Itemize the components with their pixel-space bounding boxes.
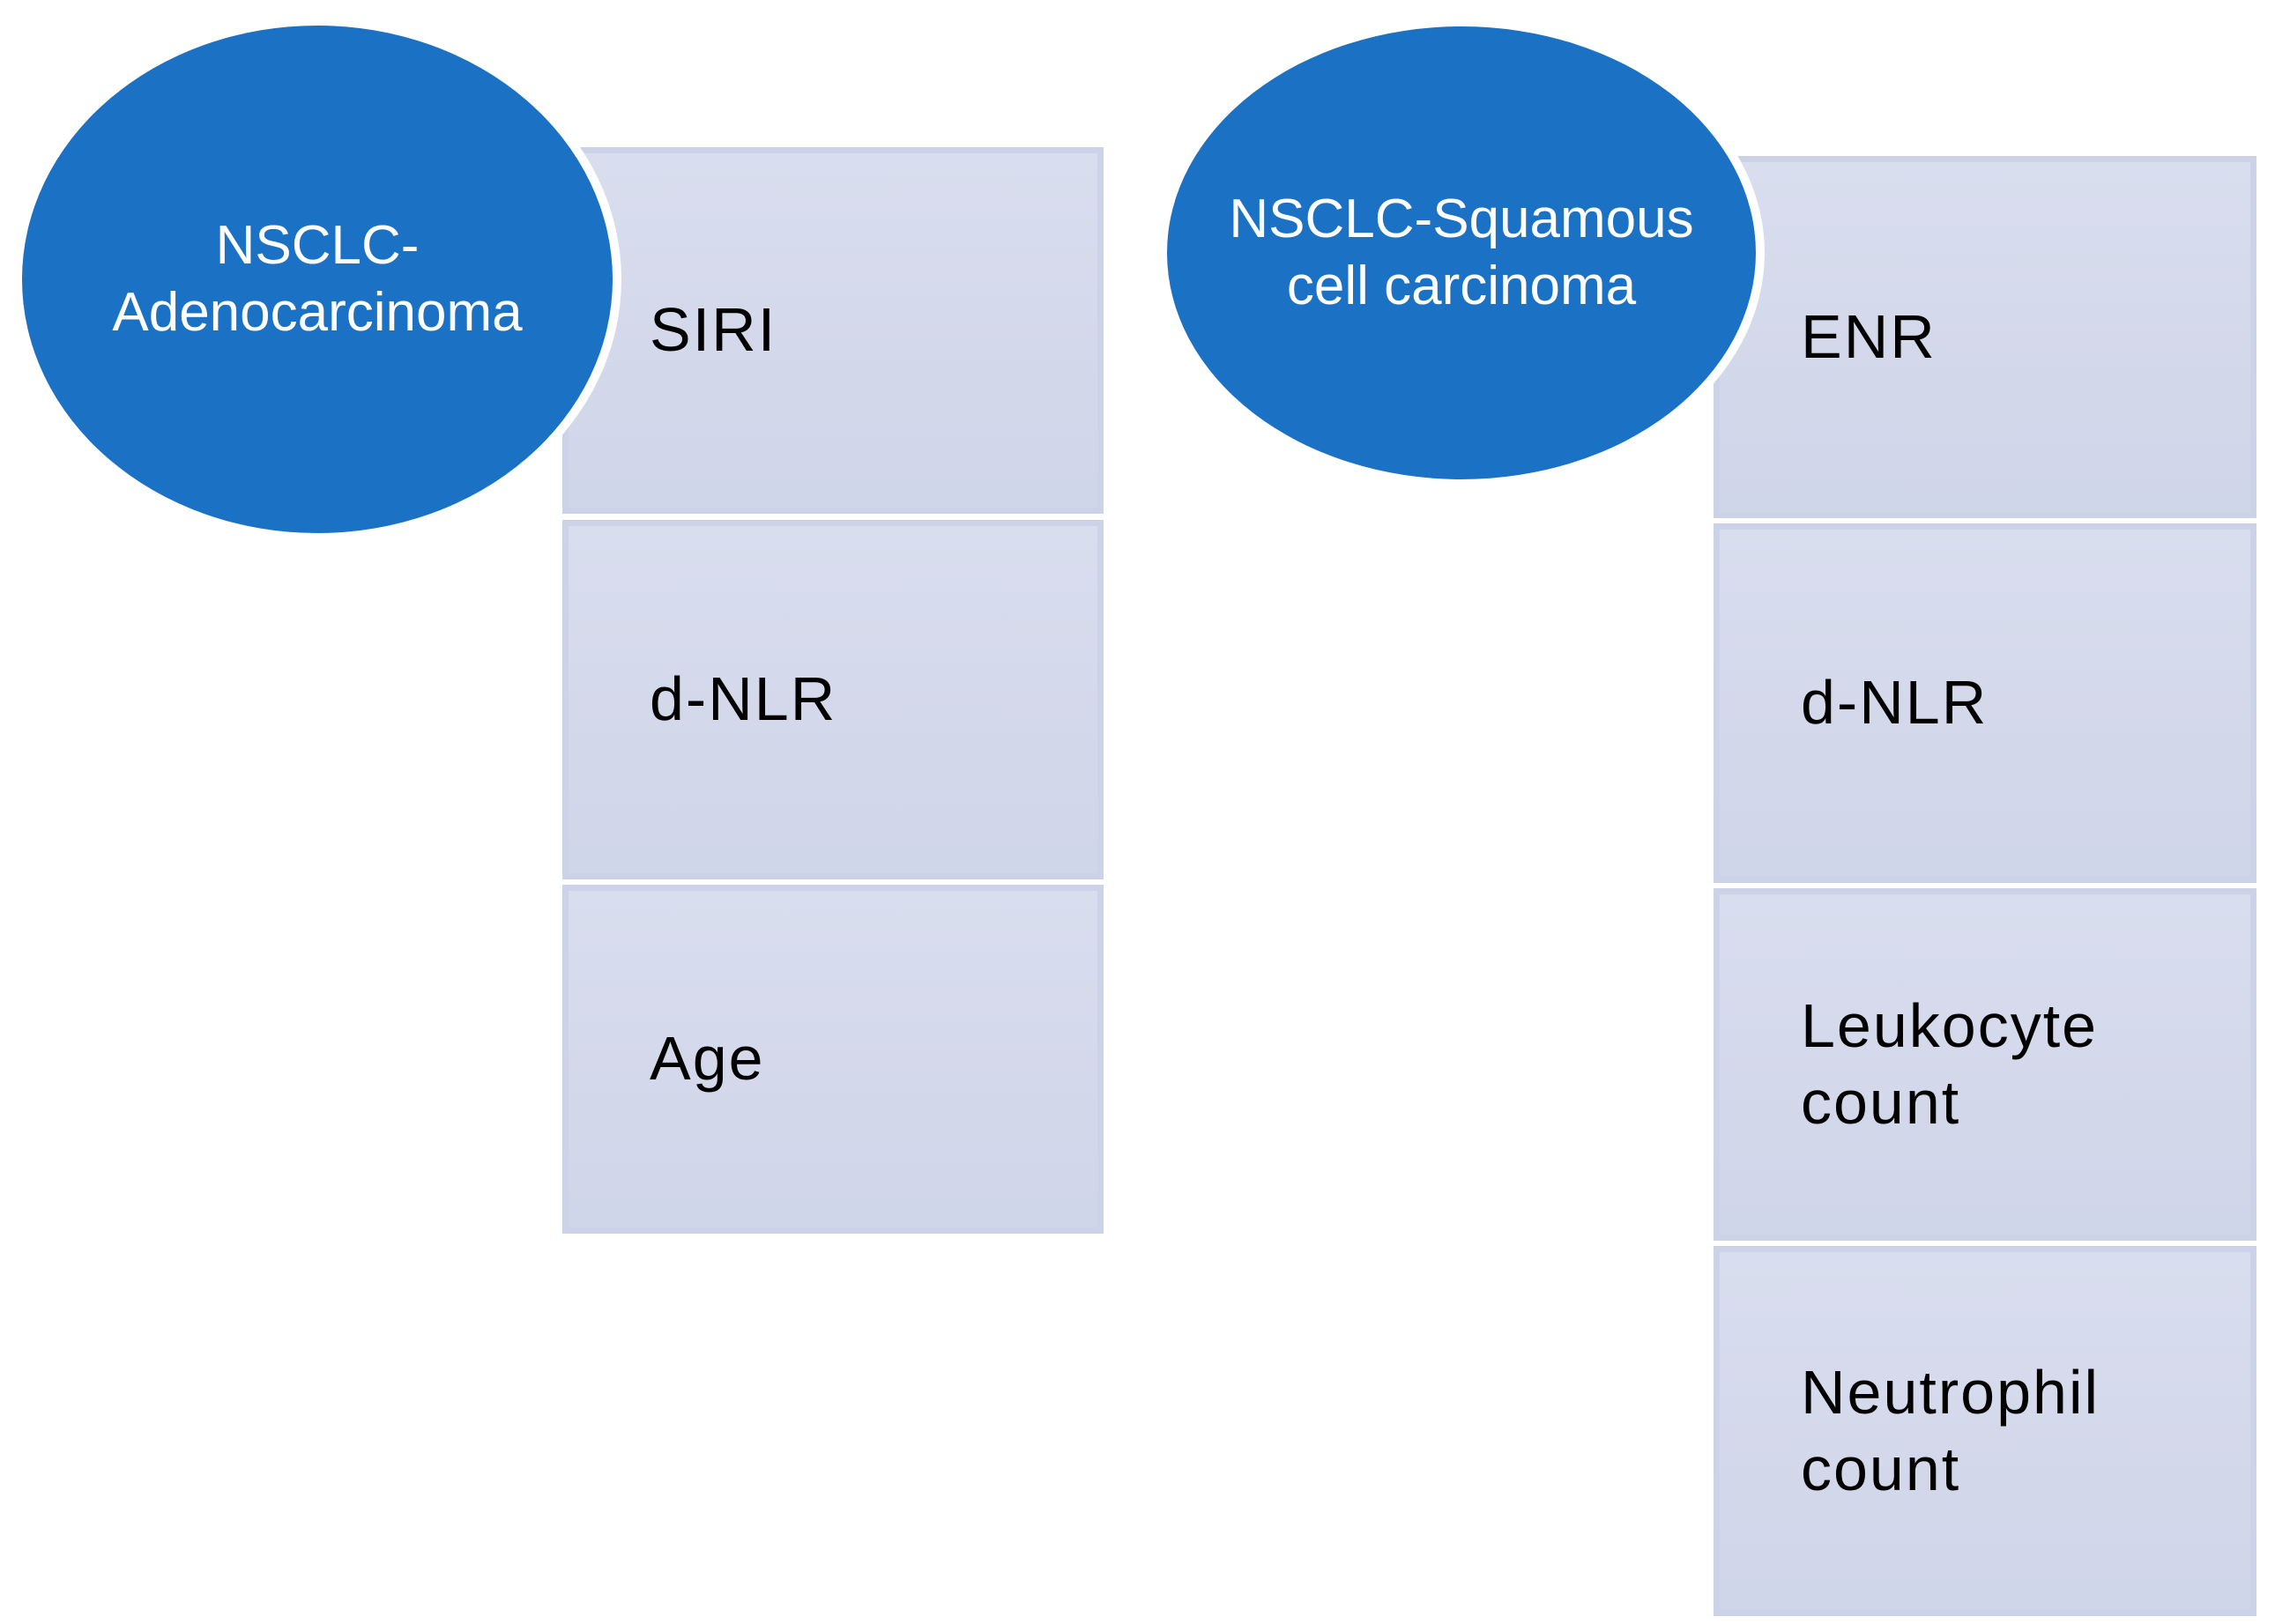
- list-item-leukocyte-count-label: Leukocyte count: [1801, 990, 2099, 1138]
- list-item-neutrophil-count-label: Neutrophil count: [1801, 1357, 2100, 1504]
- ellipse-squamous-label: NSCLC-Squamous cell carcinoma: [1229, 189, 1694, 316]
- list-item-age: Age: [562, 885, 1104, 1234]
- list-item-dnlr-squamous-label: d-NLR: [1801, 668, 1989, 738]
- list-item-neutrophil-count: Neutrophil count: [1714, 1246, 2256, 1616]
- list-item-enr-label: ENR: [1801, 301, 1937, 371]
- list-item-age-label: Age: [650, 1024, 765, 1094]
- list-item-siri: SIRI: [562, 147, 1104, 514]
- list-item-dnlr-squamous: d-NLR: [1714, 523, 2256, 883]
- list-item-dnlr-adeno: d-NLR: [562, 520, 1104, 879]
- ellipse-adenocarcinoma-label: NSCLC- Adenocarcinoma: [112, 215, 523, 343]
- ellipse-squamous: NSCLC-Squamous cell carcinoma: [1158, 18, 1765, 488]
- list-item-leukocyte-count: Leukocyte count: [1714, 888, 2256, 1241]
- list-item-enr: ENR: [1714, 156, 2256, 518]
- list-item-dnlr-adeno-label: d-NLR: [650, 664, 837, 734]
- list-item-siri-label: SIRI: [650, 295, 777, 365]
- ellipse-adenocarcinoma: NSCLC- Adenocarcinoma: [13, 17, 621, 542]
